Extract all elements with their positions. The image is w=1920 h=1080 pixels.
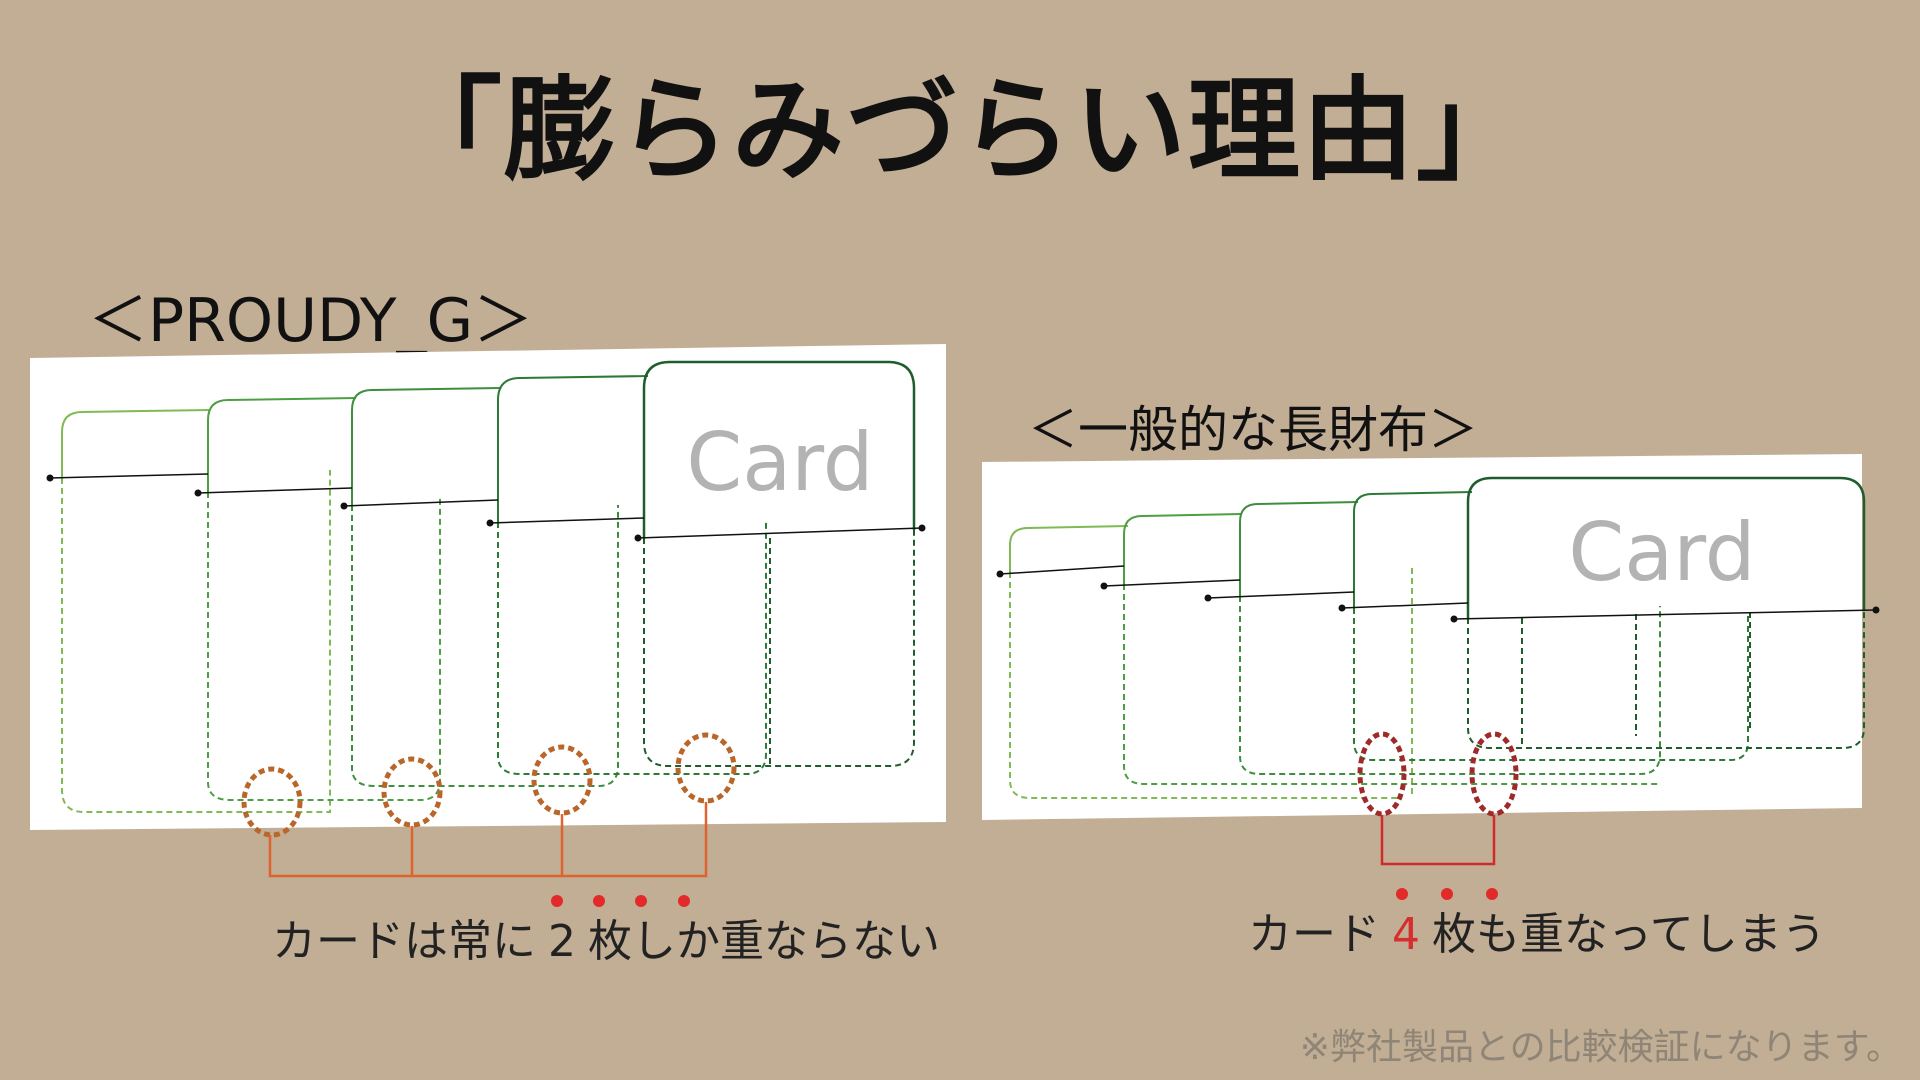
proudy-pocket-4 [497,375,649,522]
proudy-overlap-marker-1 [241,766,303,838]
proudy-pocket-2 [207,397,357,492]
general-overlap-marker-2 [1469,731,1519,817]
proudy-pocket-1 [61,409,211,478]
proudy-caption-after: 枚しか重ならない [588,916,940,967]
page-title: 「膨らみづらい理由」 [390,66,1530,196]
proudy-emphasis-dots [551,895,690,907]
proudy-g-label: ＜PROUDY_G＞ [88,286,534,356]
proudy-overlap-marker-3 [531,744,593,816]
general-wallet-diagram: Card [982,454,1880,900]
proudy-g-panel [30,344,946,830]
proudy-overlap-marker-4 [675,732,737,804]
comparison-footnote: ※弊社製品との比較検証になります。 [1299,1027,1902,1068]
general-caption-before: カード [1248,909,1380,960]
general-caption-number: 4 [1392,909,1420,960]
proudy-caption-number: 2 [548,916,576,967]
general-card-text: Card [1568,506,1755,599]
general-emphasis-dots [1396,888,1498,900]
general-pocket-2 [1123,513,1243,584]
general-bracket [1380,815,1496,866]
general-pocket-4 [1353,491,1473,608]
proudy-g-diagram: Card [30,344,946,907]
general-pocket-3 [1239,501,1359,596]
proudy-bracket [268,802,708,878]
proudy-overlap-marker-2 [381,756,443,828]
proudy-pocket-3 [351,387,501,505]
general-overlap-marker-1 [1357,731,1407,817]
proudy-card-text: Card [686,416,873,509]
general-caption-after: 枚も重なってしまう [1432,909,1826,960]
proudy-card-outline [642,360,916,538]
general-wallet-label: ＜一般的な長財布＞ [1028,401,1478,459]
proudy-caption-before: カードは常に [272,916,536,967]
general-card-outline [1466,476,1866,618]
general-wallet-panel [982,454,1862,820]
general-pocket-1 [1009,525,1129,572]
